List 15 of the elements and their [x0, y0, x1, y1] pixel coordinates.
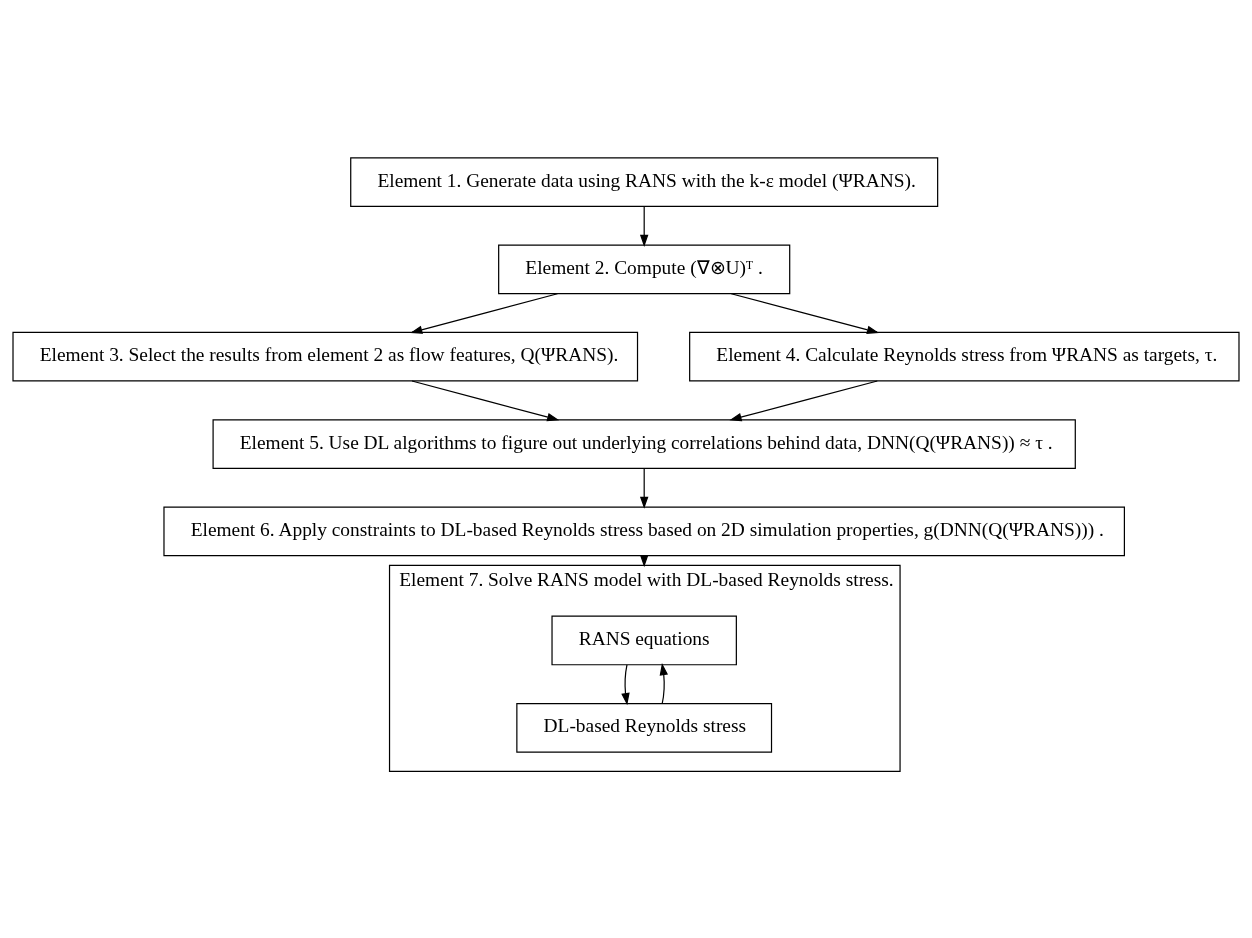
arrow	[639, 205, 649, 247]
arrow	[621, 663, 630, 705]
node-box: Element 4. Calculate Reynolds stress from ΨRANS as targets, τ.	[689, 331, 1240, 382]
arrow	[639, 467, 649, 509]
node-box: RANS equations	[551, 615, 737, 665]
node-box: Element 2. Compute (∇⊗U)ᵀ .	[498, 244, 791, 294]
node-box: Element 3. Select the results from element 2 as flow features, Q(ΨRANS).	[12, 331, 639, 382]
arrow	[410, 292, 559, 334]
arrow	[411, 379, 560, 421]
node-box: DL-based Reynolds stress	[516, 702, 773, 753]
node-box: Element 5. Use DL algorithms to figure out underlying correlations behind data, DNN(Q(ΨRANS)) ≈ τ .	[212, 418, 1076, 469]
arrow	[730, 292, 880, 334]
arrow	[659, 662, 668, 704]
arrow	[729, 379, 878, 421]
node-box: Element 1. Generate data using RANS with the k-ε model (ΨRANS).	[350, 156, 939, 207]
